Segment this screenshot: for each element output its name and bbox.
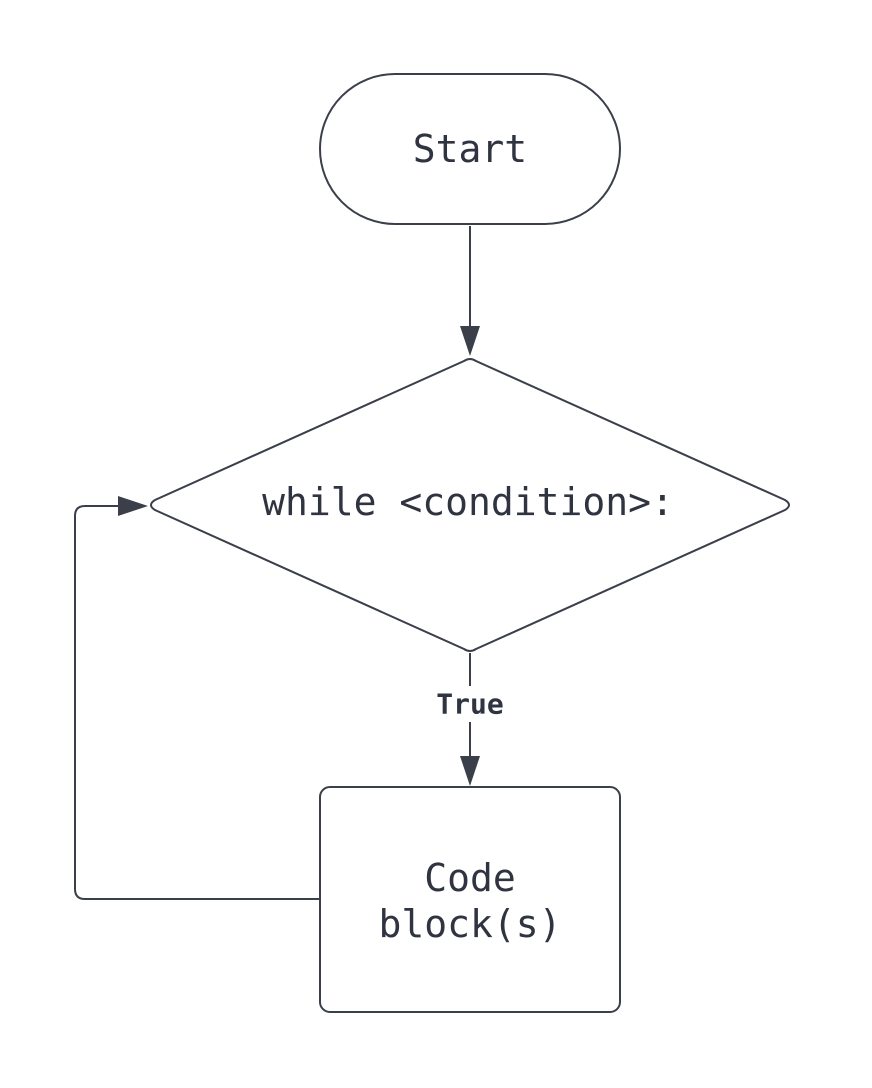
code-block-label-line-1: Code [424,856,516,900]
arrowhead-icon [118,496,148,516]
start-node-shape [319,73,621,225]
start-node[interactable]: Start [319,73,621,225]
edge-loop-back-line [74,505,320,900]
edge-true-label: True [436,688,503,721]
arrowhead-icon [460,326,480,356]
edge-condition-to-code-block: True [424,653,516,786]
edge-loop-back [74,496,320,900]
code-block-node[interactable]: Code block(s) [319,786,621,1013]
condition-node-shape [150,358,790,652]
edge-label-background [424,686,516,722]
condition-node-label: while <condition>: [262,480,674,524]
condition-node[interactable]: while <condition>: [150,358,790,652]
arrowhead-icon [460,756,480,786]
start-node-label: Start [413,127,527,171]
edge-start-to-condition [460,226,480,356]
code-block-label-line-2: block(s) [378,902,561,946]
